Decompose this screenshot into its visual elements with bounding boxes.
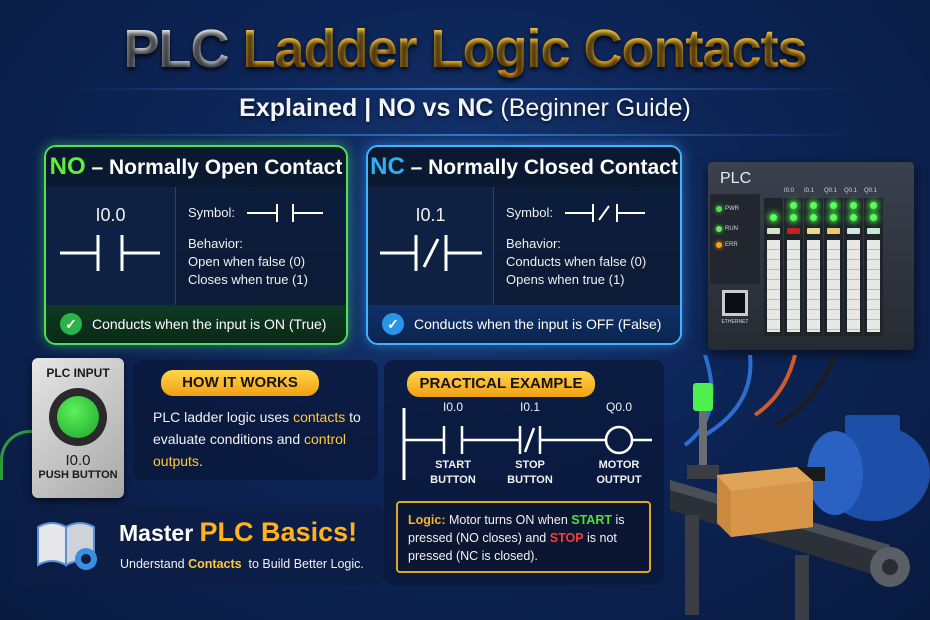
divider <box>70 134 860 136</box>
title-main: Ladder Logic Contacts <box>242 19 807 79</box>
how-it-works-heading: HOW IT WORKS <box>161 370 319 396</box>
plc-input-push-button: PLC INPUT I0.0 PUSH BUTTON <box>32 358 124 498</box>
divider <box>70 88 860 90</box>
no-contact-card: NO – Normally Open Contact I0.0 Symbol: <box>44 145 348 345</box>
plc-label: PLC <box>720 170 752 187</box>
nc-contact-symbol-icon <box>380 235 482 271</box>
page-subtitle: Explained | NO vs NC (Beginner Guide) <box>239 94 691 122</box>
title-prefix: PLC <box>123 19 229 79</box>
page-title: PLC Ladder Logic Contacts <box>0 14 930 84</box>
io-module <box>864 198 883 336</box>
io-module <box>764 198 783 336</box>
nc-contact-card: NC – Normally Closed Contact I0.1 Symbol… <box>366 145 682 345</box>
stack-light-icon <box>693 383 713 411</box>
motor-icon <box>795 415 930 521</box>
nc-contact-small-icon <box>564 204 645 222</box>
no-contact-symbol-icon <box>60 235 160 271</box>
book-gear-icon <box>37 522 97 570</box>
err-led-icon: ERR <box>716 242 738 248</box>
checkmark-icon: ✓ <box>60 313 82 335</box>
master-plc-banner: Master PLC Basics! Understand Contacts t… <box>14 505 384 585</box>
wire-icon <box>0 430 36 480</box>
card-footer-text: Conducts when the input is ON (True) <box>92 316 327 332</box>
cardboard-box-icon <box>717 467 813 537</box>
how-it-works-panel: HOW IT WORKS PLC ladder logic uses conta… <box>133 360 378 480</box>
ethernet-port-icon: ETHERNET <box>712 290 758 336</box>
green-button-icon <box>57 396 99 438</box>
pwr-led-icon: PWR <box>716 206 739 212</box>
io-module <box>784 198 803 336</box>
ladder-rung-icon <box>402 408 652 480</box>
practical-example-heading: PRACTICAL EXAMPLE <box>407 371 595 397</box>
io-module <box>844 198 863 336</box>
contact-address: I0.0 <box>95 205 126 225</box>
checkmark-icon: ✓ <box>382 313 404 335</box>
contact-address: I0.1 <box>415 205 446 225</box>
plc-device-illustration: PLC PWR RUN ERR ETHERNET I0.0 I0.1 Q0.1 … <box>698 150 930 350</box>
logic-explanation: Logic: Motor turns ON when START is pres… <box>396 501 651 573</box>
no-contact-small-icon <box>246 204 323 222</box>
card-footer-text: Conducts when the input is OFF (False) <box>414 316 662 332</box>
how-it-works-text: PLC ladder logic uses contacts to evalua… <box>153 409 361 469</box>
conveyor-motor-illustration <box>670 355 930 620</box>
card-title: NO – Normally Open Contact <box>46 147 346 187</box>
card-title: NC – Normally Closed Contact <box>368 147 680 187</box>
io-module <box>804 198 823 336</box>
run-led-icon: RUN <box>716 226 738 232</box>
io-module <box>824 198 843 336</box>
